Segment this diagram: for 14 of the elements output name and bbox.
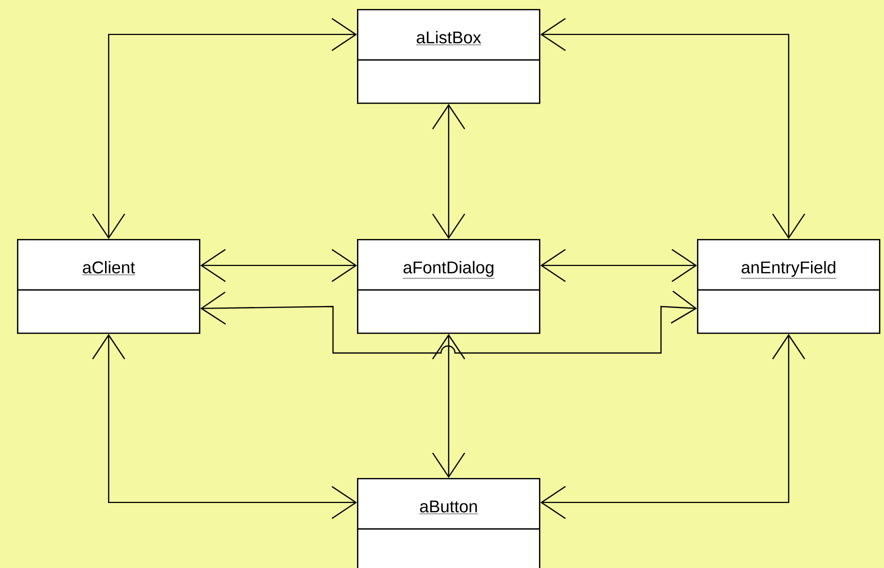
arrow bbox=[92, 18, 357, 239]
arrow bbox=[540, 18, 806, 239]
arrow bbox=[540, 334, 806, 519]
arrow bbox=[200, 248, 357, 282]
arrow bbox=[432, 104, 466, 239]
object-box: aClient bbox=[17, 239, 200, 334]
arrow bbox=[200, 290, 697, 354]
arrow bbox=[540, 248, 697, 282]
object-box: aButton bbox=[357, 478, 540, 568]
arrow bbox=[92, 334, 357, 519]
object-box: aFontDialog bbox=[357, 239, 540, 334]
arrow bbox=[432, 334, 466, 478]
object-box: aListBox bbox=[357, 9, 540, 104]
object-box: anEntryField bbox=[697, 239, 880, 334]
